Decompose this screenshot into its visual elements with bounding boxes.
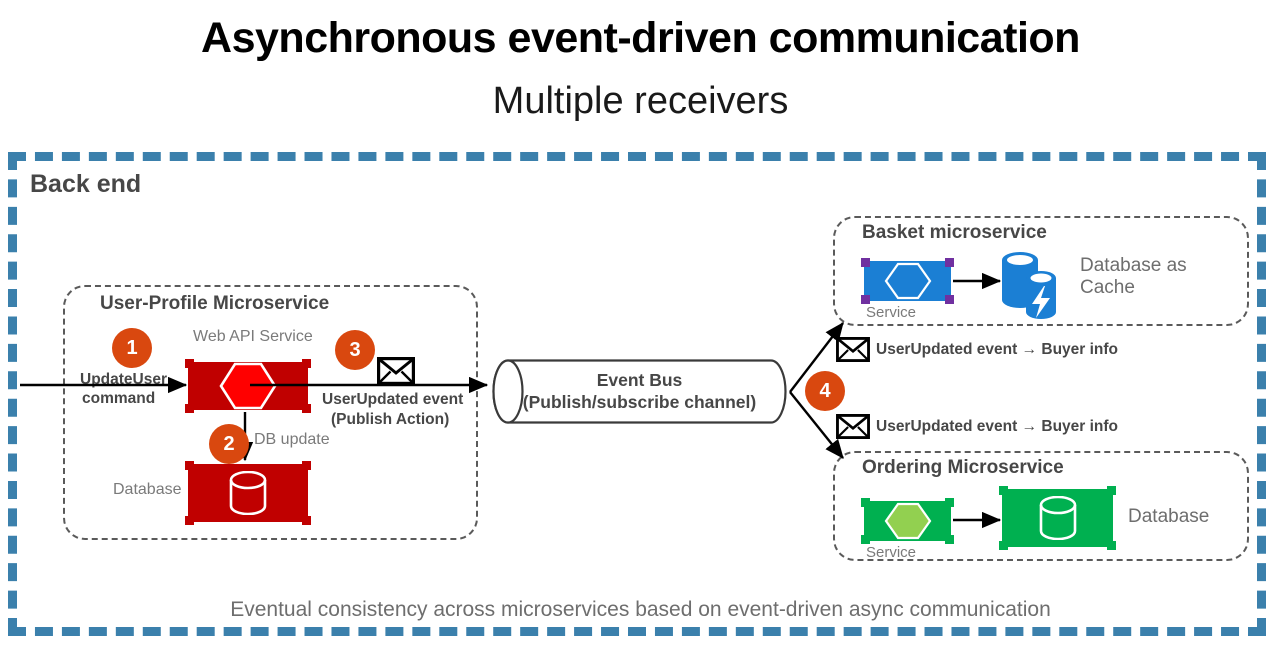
basket-service-icon xyxy=(861,258,954,304)
user-profile-microservice-title: User-Profile Microservice xyxy=(100,293,330,314)
database-cylinder-icon xyxy=(1039,496,1076,540)
database-as-cache-icon xyxy=(1002,252,1056,319)
database-as-cache-caption-line2: Cache xyxy=(1080,276,1135,298)
database-as-cache-caption-line1: Database as xyxy=(1080,255,1187,276)
ordering-microservice-box xyxy=(833,451,1249,561)
web-api-service-icon xyxy=(185,359,311,413)
step-badge-4: 4 xyxy=(805,371,845,411)
footer-note: Eventual consistency across microservice… xyxy=(230,598,1051,621)
basket-microservice-box xyxy=(833,216,1249,326)
backend-label: Back end xyxy=(30,170,142,198)
step-badge-3: 3 xyxy=(335,330,375,370)
backend-boundary xyxy=(8,152,1266,636)
web-api-service-caption: Web API Service xyxy=(193,328,313,345)
event-bus-label-line1: Event Bus xyxy=(596,370,683,390)
user-profile-database-icon xyxy=(185,461,311,525)
event-bus-label: Event Bus (Publish/subscribe channel) xyxy=(492,369,787,414)
step-badge-1: 1 xyxy=(112,328,152,368)
ordering-database-icon xyxy=(999,486,1116,550)
ordering-subscriber-label: UserUpdated event → Buyer info xyxy=(876,418,1119,435)
event-bus-label-line2: (Publish/subscribe channel) xyxy=(522,392,757,413)
hexagon-icon xyxy=(884,262,931,300)
step-badge-2: 2 xyxy=(209,424,249,464)
user-profile-microservice-box xyxy=(63,285,478,540)
database-as-cache-caption: Database as Cache xyxy=(1080,255,1187,299)
page-title: Asynchronous event-driven communication xyxy=(201,14,1080,62)
basket-subscriber-label: UserUpdated event → Buyer info xyxy=(876,341,1119,358)
user-updated-event-label-line1: UserUpdated event xyxy=(322,391,464,408)
basket-microservice-title: Basket microservice xyxy=(862,222,1047,243)
ordering-service-icon xyxy=(861,498,954,544)
db-update-label: DB update xyxy=(254,431,330,448)
hexagon-icon xyxy=(884,502,931,540)
envelope-icon-ordering-subscriber xyxy=(836,414,870,439)
event-bus-cylinder-shape xyxy=(492,359,787,424)
update-user-command-label-line1: UpdateUser xyxy=(80,371,167,388)
ordering-service-caption: Service xyxy=(866,544,917,561)
ordering-microservice-title: Ordering Microservice xyxy=(862,457,1064,478)
event-bus: Event Bus (Publish/subscribe channel) xyxy=(492,359,787,424)
page-subtitle: Multiple receivers xyxy=(492,80,789,122)
user-updated-event-label-line2: (Publish Action) xyxy=(331,411,450,428)
hexagon-icon xyxy=(219,362,277,410)
ordering-database-caption: Database xyxy=(1128,506,1210,527)
envelope-icon-basket-subscriber xyxy=(836,337,870,362)
user-profile-database-caption: Database xyxy=(113,481,182,498)
envelope-icon-publish xyxy=(377,357,415,385)
database-cylinder-icon xyxy=(229,471,267,515)
update-user-command-label-line2: command xyxy=(82,390,156,407)
basket-service-caption: Service xyxy=(866,304,917,321)
